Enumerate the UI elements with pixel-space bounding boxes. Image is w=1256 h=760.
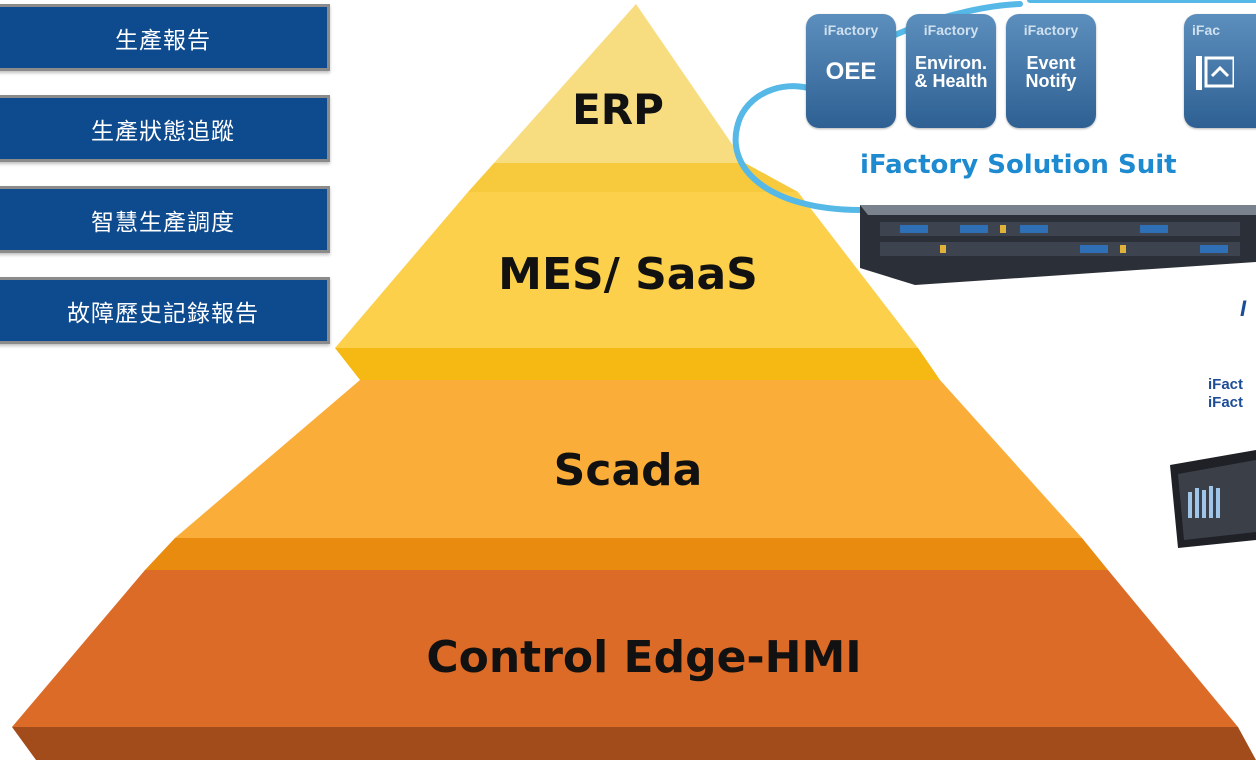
side-label-line-1: iFact	[1208, 376, 1244, 393]
menu-button-smart-production-scheduling[interactable]: 智慧生產調度	[0, 186, 330, 253]
app-brand: iFactory	[923, 22, 979, 38]
app-name: Environ. & Health	[914, 53, 988, 91]
dashboard-icon	[1184, 44, 1256, 100]
pyramid-layer-control-edge-hmi-base	[12, 727, 1256, 760]
app-tile-event-notify[interactable]: iFactory Event Notify	[1006, 14, 1096, 128]
layer-label-erp: ERP	[572, 85, 664, 134]
pyramid-layer-control-edge-hmi	[12, 570, 1238, 727]
menu-button-label: 生產報告	[115, 27, 211, 54]
app-brand: iFactory	[823, 22, 879, 38]
pyramid-layer-erp-base	[468, 163, 798, 192]
app-tile-oee[interactable]: iFactory OEE	[806, 14, 896, 128]
app-name: OEE	[825, 58, 877, 85]
layer-label-mes-saas: MES/ SaaS	[498, 249, 758, 300]
layer-label-scada: Scada	[554, 445, 703, 496]
pyramid-layer-scada	[175, 380, 1082, 538]
pyramid-layer-scada-base	[145, 538, 1108, 570]
server-rack-image	[860, 205, 1256, 285]
app-name: Event Notify	[1025, 53, 1077, 91]
suite-title: iFactory Solution Suit	[860, 150, 1177, 180]
app-brand: iFac	[1192, 22, 1221, 38]
panel-pc-image	[1170, 450, 1256, 548]
menu-button-production-status-tracking[interactable]: 生產狀態追蹤	[0, 95, 330, 162]
app-tile-environ-health[interactable]: iFactory Environ. & Health	[906, 14, 996, 128]
menu-button-label: 智慧生產調度	[91, 209, 235, 236]
menu-button-label: 生產狀態追蹤	[91, 118, 235, 145]
layer-label-control-edge-hmi: Control Edge-HMI	[426, 632, 861, 683]
menu-button-fault-history-report[interactable]: 故障歷史記錄報告	[0, 277, 330, 344]
pyramid-layer-mes-saas-base	[335, 348, 940, 380]
side-label-italic: I	[1240, 296, 1247, 321]
pyramid-layer-erp	[494, 4, 745, 163]
app-brand: iFactory	[1023, 22, 1079, 38]
side-label-line-2: iFact	[1208, 394, 1244, 411]
app-tile-cropped[interactable]: iFac	[1184, 14, 1256, 128]
menu-button-label: 故障歷史記錄報告	[67, 300, 259, 327]
pyramid-layer-mes-saas	[335, 192, 918, 348]
menu-button-production-report[interactable]: 生產報告	[0, 4, 330, 71]
